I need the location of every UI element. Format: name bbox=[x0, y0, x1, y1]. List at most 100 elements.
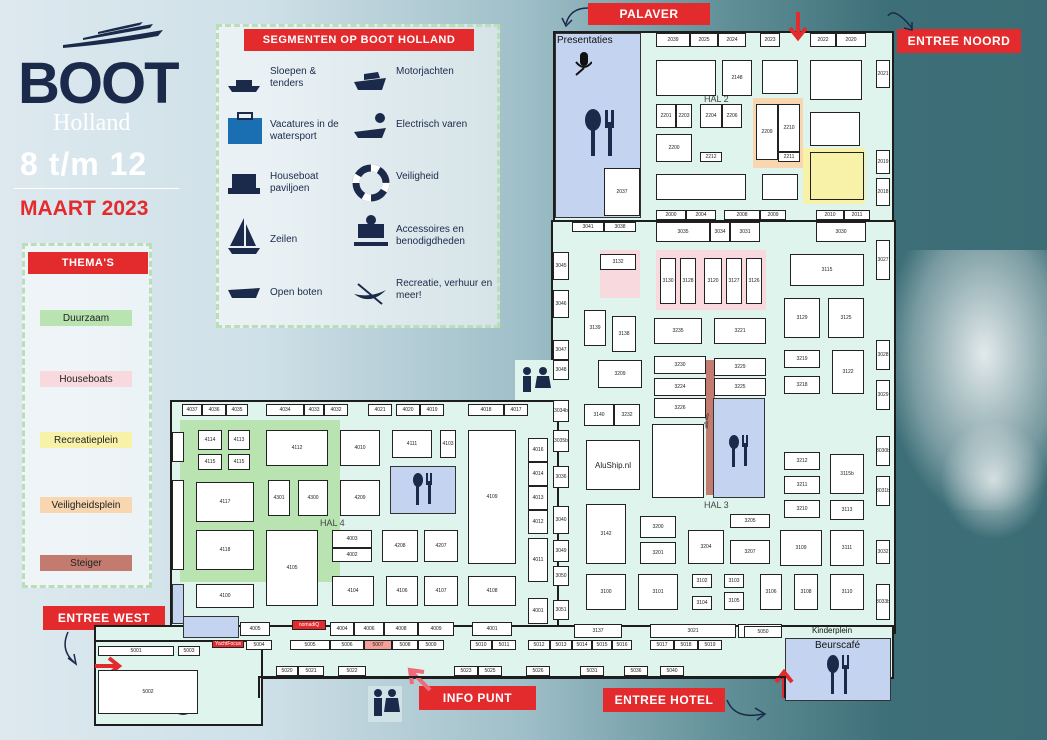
booth[interactable]: 5031 bbox=[580, 666, 604, 676]
booth[interactable]: 3035b bbox=[553, 430, 569, 452]
booth[interactable]: 4006 bbox=[354, 622, 384, 636]
booth[interactable]: 3034 bbox=[710, 222, 730, 242]
booth[interactable]: 4100 bbox=[196, 584, 254, 608]
booth[interactable]: 2004 bbox=[686, 210, 716, 220]
booth[interactable]: 4301 bbox=[268, 480, 290, 516]
booth[interactable]: 4020 bbox=[396, 404, 420, 416]
booth[interactable]: 4009 bbox=[418, 622, 454, 636]
booth[interactable]: 3230 bbox=[654, 356, 706, 374]
booth[interactable]: 4208 bbox=[382, 530, 418, 562]
booth[interactable]: 3219 bbox=[784, 350, 820, 368]
booth[interactable]: 3047 bbox=[553, 340, 569, 360]
booth[interactable]: 5006 bbox=[330, 640, 364, 650]
booth[interactable]: 2023 bbox=[760, 33, 780, 47]
booth[interactable]: 4114 bbox=[198, 430, 222, 450]
booth[interactable]: 5007 bbox=[364, 640, 392, 650]
booth[interactable]: 2200 bbox=[656, 134, 692, 162]
booth[interactable]: 2039 bbox=[656, 33, 690, 47]
booth[interactable]: 4014 bbox=[528, 462, 548, 486]
booth[interactable]: 4034 bbox=[266, 404, 304, 416]
booth[interactable]: 4104 bbox=[332, 576, 374, 606]
booth[interactable]: 3049 bbox=[553, 540, 569, 562]
booth[interactable]: 2008 bbox=[724, 210, 760, 220]
booth[interactable]: 4103 bbox=[440, 430, 456, 458]
booth[interactable]: 5019 bbox=[698, 640, 722, 650]
booth[interactable]: 5001 bbox=[98, 646, 174, 656]
booth[interactable]: 2211 bbox=[778, 152, 800, 162]
booth[interactable]: 2203 bbox=[676, 104, 692, 128]
booth[interactable]: AluShip.nl bbox=[586, 440, 640, 490]
booth[interactable] bbox=[810, 60, 862, 100]
booth[interactable]: 5017 bbox=[650, 640, 674, 650]
booth[interactable]: 3137 bbox=[574, 624, 622, 638]
booth[interactable]: 3142 bbox=[586, 504, 626, 564]
booth[interactable]: 3225 bbox=[714, 378, 766, 396]
booth[interactable]: 3038 bbox=[604, 222, 636, 232]
booth[interactable]: 3051 bbox=[553, 600, 569, 620]
booth[interactable]: 3126 bbox=[746, 258, 762, 304]
booth[interactable]: 4036 bbox=[202, 404, 226, 416]
booth[interactable]: 5002 bbox=[98, 670, 198, 714]
booth[interactable]: 3212 bbox=[784, 452, 820, 470]
booth[interactable]: 4019 bbox=[420, 404, 444, 416]
booth[interactable]: 3132 bbox=[600, 254, 636, 270]
restaurant-hal3[interactable] bbox=[713, 398, 765, 498]
booth[interactable]: 4018 bbox=[468, 404, 504, 416]
booth[interactable]: 4115 bbox=[228, 454, 250, 470]
booth[interactable]: 3032 bbox=[876, 540, 890, 564]
booth[interactable]: 4207 bbox=[424, 530, 458, 562]
booth[interactable]: 5022 bbox=[338, 666, 366, 676]
booth[interactable]: 3029 bbox=[876, 380, 890, 410]
booth[interactable]: 3021 bbox=[650, 624, 736, 638]
booth[interactable]: 3041 bbox=[572, 222, 604, 232]
beurscafe-area[interactable] bbox=[785, 638, 891, 701]
booth[interactable]: 5009 bbox=[418, 640, 444, 650]
booth[interactable]: 5010 bbox=[470, 640, 492, 650]
booth[interactable]: 3111 bbox=[830, 530, 864, 566]
booth[interactable]: 3204 bbox=[688, 530, 724, 564]
booth[interactable]: 3200 bbox=[640, 516, 676, 538]
booth[interactable]: 5012 bbox=[528, 640, 550, 650]
booth[interactable]: 4010 bbox=[340, 430, 380, 466]
booth[interactable]: 4005 bbox=[240, 622, 270, 636]
booth[interactable]: 4004 bbox=[330, 622, 354, 636]
booth[interactable]: 3108 bbox=[794, 574, 818, 610]
booth[interactable]: 2210 bbox=[778, 104, 800, 152]
booth[interactable]: 4106 bbox=[386, 576, 418, 606]
booth[interactable]: 5011 bbox=[492, 640, 516, 650]
booth[interactable]: 4107 bbox=[424, 576, 458, 606]
booth[interactable]: 3138 bbox=[612, 316, 636, 352]
booth[interactable]: 4021 bbox=[368, 404, 392, 416]
booth[interactable]: 3031 bbox=[730, 222, 760, 242]
booth[interactable]: 2024 bbox=[718, 33, 746, 47]
booth[interactable] bbox=[810, 112, 860, 146]
label-entree-hotel[interactable]: ENTREE HOTEL bbox=[603, 688, 725, 712]
booth[interactable] bbox=[656, 60, 716, 96]
booth[interactable]: 4037 bbox=[182, 404, 202, 416]
booth[interactable]: 3050 bbox=[553, 566, 569, 586]
booth[interactable]: 3100 bbox=[586, 574, 626, 610]
booth[interactable]: 3104 bbox=[692, 596, 712, 610]
booth[interactable]: 3232 bbox=[614, 404, 640, 426]
booth[interactable]: 2018 bbox=[876, 178, 890, 206]
label-entree-noord[interactable]: ENTREE NOORD bbox=[897, 29, 1021, 53]
booth[interactable]: 2209 bbox=[756, 104, 778, 160]
booth[interactable]: 3122 bbox=[832, 350, 864, 394]
booth[interactable]: 4118 bbox=[196, 530, 254, 570]
booth[interactable]: 5008 bbox=[392, 640, 418, 650]
yachtfocus-booth[interactable]: YachtFocus bbox=[212, 640, 244, 648]
booth[interactable]: 4001 bbox=[528, 598, 548, 624]
booth[interactable]: 5026 bbox=[526, 666, 550, 676]
label-info-punt[interactable]: INFO PUNT bbox=[419, 686, 536, 710]
booth[interactable]: 2212 bbox=[700, 152, 722, 162]
booth[interactable] bbox=[652, 424, 704, 498]
booth[interactable]: 3201 bbox=[640, 542, 676, 564]
booth[interactable]: 2204 bbox=[700, 104, 722, 128]
booth[interactable]: 3028 bbox=[876, 340, 890, 370]
booth[interactable]: 4111 bbox=[392, 430, 432, 458]
booth[interactable]: 4008 bbox=[384, 622, 418, 636]
booth[interactable] bbox=[656, 174, 746, 200]
booth[interactable]: 4016 bbox=[528, 438, 548, 462]
booth[interactable]: 5025 bbox=[478, 666, 502, 676]
booth[interactable]: 3030 bbox=[816, 222, 866, 242]
